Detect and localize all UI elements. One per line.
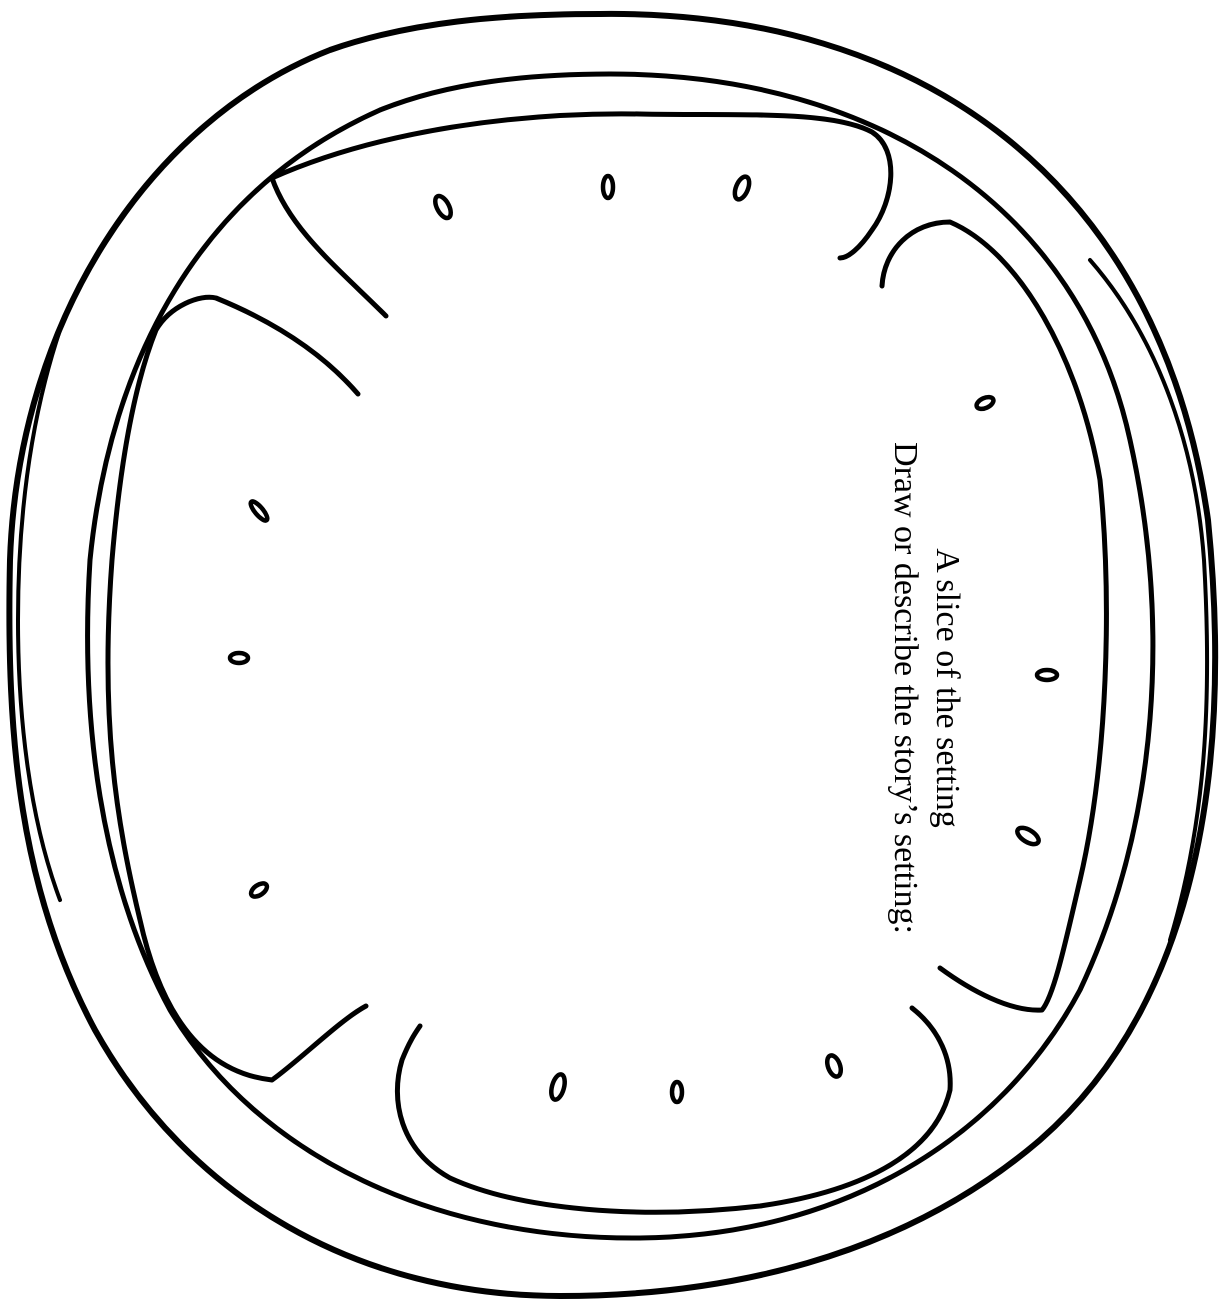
seed-top-1 [432,194,454,221]
worksheet-prompt: Draw or describe the story’s setting: [887,442,924,934]
outer-rind-outline [9,14,1215,1296]
seed-right-2 [1037,670,1057,680]
segment-bottom [397,1008,950,1212]
seed-top-2 [603,176,613,198]
seed-bottom-1 [549,1073,567,1101]
seed-top-3 [732,175,752,202]
seed-left-2 [230,653,248,663]
segment-top [272,114,891,316]
seed-left-1 [248,499,270,523]
worksheet-heading: A slice of the setting [929,548,966,828]
seed-left-3 [249,881,269,900]
seed-bottom-2 [672,1082,682,1102]
seed-bottom-3 [825,1054,844,1079]
seed-right-3 [1015,825,1042,848]
seed-right-1 [975,395,996,412]
